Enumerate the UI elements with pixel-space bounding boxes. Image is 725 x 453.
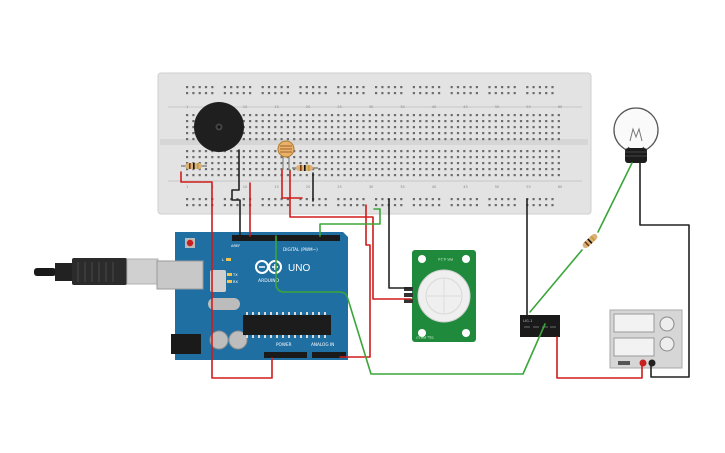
usb-cable[interactable] xyxy=(34,258,159,285)
breadboard-column-numbers: 1 1 55 10 10 15 15 20 20 25 25 30 30 35 35 40 40 45 45 50 50… xyxy=(186,105,563,189)
light-bulb[interactable] xyxy=(613,107,659,163)
pir-top-label: PIR 4.24 xyxy=(437,257,453,261)
breadboard-column-number: 10 xyxy=(243,105,248,109)
breadboard-column-number: 35 xyxy=(400,185,405,189)
breadboard-column-number: 45 xyxy=(463,105,468,109)
breadboard-column-number: 20 xyxy=(306,105,311,109)
led-tx-label: TX xyxy=(232,273,238,277)
breadboard-column-number: 40 xyxy=(432,105,437,109)
power-pins-label: POWER xyxy=(276,342,292,347)
analog-header[interactable] xyxy=(312,352,346,358)
breadboard-column-number: 1 xyxy=(186,105,188,109)
wire-green[interactable] xyxy=(319,208,381,237)
usb-port xyxy=(156,260,204,290)
breadboard-column-number: 30 xyxy=(369,185,374,189)
breadboard-column-number: 20 xyxy=(306,185,311,189)
breadboard-column-number: 10 xyxy=(243,185,248,189)
power-jack xyxy=(171,334,201,354)
breadboard-column-number: 25 xyxy=(337,105,342,109)
aref-label: AREF xyxy=(231,244,240,248)
wires xyxy=(180,149,690,379)
relay-label: LIG-1 xyxy=(523,319,532,323)
breadboard-column-number: 50 xyxy=(495,105,500,109)
negative-terminal[interactable] xyxy=(648,359,656,367)
breadboard-column-number: 30 xyxy=(369,105,374,109)
power-supply[interactable] xyxy=(609,309,683,369)
breadboard-column-number: 60 xyxy=(558,105,563,109)
breadboard-column-number: 40 xyxy=(432,185,437,189)
resistor-diagonal[interactable] xyxy=(581,233,598,250)
breadboard-column-number: 1 xyxy=(186,185,188,189)
wire-red[interactable] xyxy=(289,169,412,300)
resistor-middle[interactable] xyxy=(292,165,318,171)
wire-black[interactable] xyxy=(388,198,412,289)
board-model-label: UNO xyxy=(288,263,310,274)
analog-pins-label: ANALOG IN xyxy=(311,342,334,347)
arduino-uno[interactable]: UNO ARDUINO DIGITAL (PWM~) POWER ANALOG … xyxy=(156,232,348,360)
piezo-buzzer[interactable] xyxy=(194,102,244,152)
wire-black[interactable] xyxy=(639,162,690,378)
wire-black[interactable] xyxy=(231,149,241,237)
wire-red[interactable] xyxy=(339,204,371,358)
power-switch[interactable] xyxy=(618,361,630,365)
wire-green[interactable] xyxy=(597,162,633,233)
photoresistor[interactable] xyxy=(277,140,295,170)
breadboard-column-number: 55 xyxy=(526,185,531,189)
breadboard-column-number: 55 xyxy=(526,105,531,109)
wire-red[interactable] xyxy=(556,336,643,379)
reset-button[interactable] xyxy=(186,239,194,247)
wire-green[interactable] xyxy=(275,235,546,375)
led-rx-label: RX xyxy=(233,280,238,284)
pir-bottom-label: TSL-PIR37 xyxy=(416,335,435,339)
breadboard-column-number: 15 xyxy=(274,185,279,189)
breadboard-column-number: 35 xyxy=(400,105,405,109)
breadboard-column-number: 25 xyxy=(337,185,342,189)
microcontroller-chip xyxy=(243,315,331,335)
breadboard-column-number: 45 xyxy=(463,185,468,189)
breadboard-column-number: 15 xyxy=(274,105,279,109)
arduino-logo-icon xyxy=(255,260,282,274)
wire-green[interactable] xyxy=(529,249,583,313)
pir-motion-sensor[interactable]: PIR 4.24 TSL-PIR37 xyxy=(404,250,476,342)
power-header[interactable] xyxy=(264,352,307,358)
digital-header[interactable] xyxy=(232,235,340,241)
wire-red[interactable] xyxy=(180,171,273,379)
led-l-label: L xyxy=(222,257,225,262)
breadboard-column-number: 60 xyxy=(558,185,563,189)
positive-terminal[interactable] xyxy=(639,359,647,367)
breadboard-column-number: 50 xyxy=(495,185,500,189)
wire-red[interactable] xyxy=(281,169,303,199)
digital-pins-label: DIGITAL (PWM~) xyxy=(283,247,318,252)
resistor-left[interactable] xyxy=(181,163,207,169)
board-maker-label: ARDUINO xyxy=(258,278,280,284)
relay[interactable]: LIG-1 xyxy=(520,315,560,337)
